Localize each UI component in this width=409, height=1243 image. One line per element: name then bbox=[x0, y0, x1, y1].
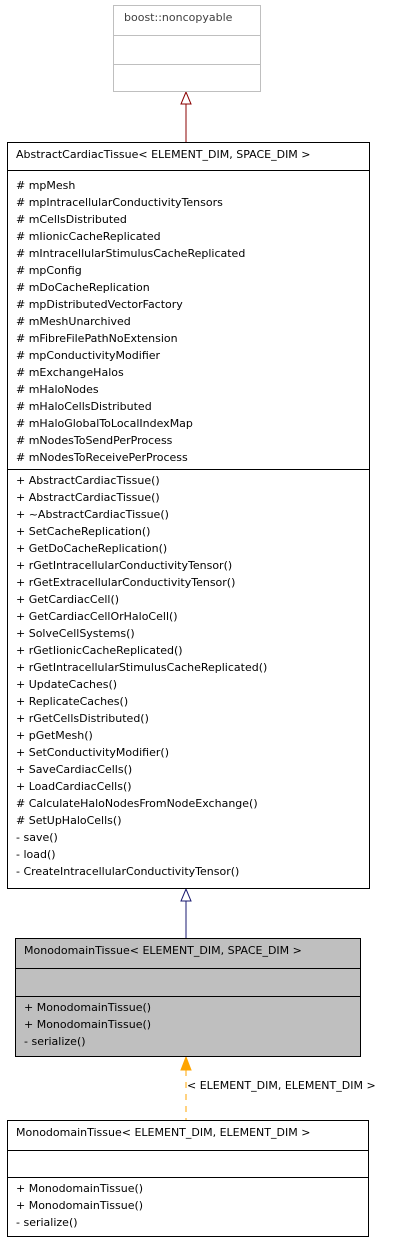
method-item: + MonodomainTissue() bbox=[24, 1018, 152, 1031]
attribute-item: # mIionicCacheReplicated bbox=[16, 230, 161, 243]
methods-section: + MonodomainTissue() + MonodomainTissue()… bbox=[8, 1177, 368, 1231]
method-item: + pGetMesh() bbox=[16, 729, 93, 742]
class-title: MonodomainTissue< ELEMENT_DIM, ELEMENT_D… bbox=[16, 1126, 311, 1139]
method-item: # CalculateHaloNodesFromNodeExchange() bbox=[16, 797, 258, 810]
method-item: + SetCacheReplication() bbox=[16, 525, 151, 538]
method-item: + MonodomainTissue() bbox=[16, 1199, 144, 1212]
method-item: - load() bbox=[16, 848, 56, 861]
attribute-item: # mCellsDistributed bbox=[16, 213, 127, 226]
method-item: + rGetIntracellularConductivityTensor() bbox=[16, 559, 233, 572]
method-item: + MonodomainTissue() bbox=[24, 1001, 152, 1014]
attribute-item: # mpDistributedVectorFactory bbox=[16, 298, 183, 311]
attribute-item: # mpConductivityModifier bbox=[16, 349, 161, 362]
class-box-monodomain-tissue-specialized: MonodomainTissue< ELEMENT_DIM, ELEMENT_D… bbox=[7, 1120, 369, 1237]
method-item: + AbstractCardiacTissue() bbox=[16, 474, 160, 487]
method-item: + LoadCardiacCells() bbox=[16, 780, 132, 793]
attribute-item: # mDoCacheReplication bbox=[16, 281, 150, 294]
inheritance-arrowhead-abstract bbox=[180, 887, 192, 902]
methods-section: + AbstractCardiacTissue() + AbstractCardi… bbox=[8, 469, 369, 880]
method-item: + GetCardiacCellOrHaloCell() bbox=[16, 610, 178, 623]
attribute-item: # mExchangeHalos bbox=[16, 366, 124, 379]
class-box-abstract-cardiac-tissue: AbstractCardiacTissue< ELEMENT_DIM, SPAC… bbox=[7, 142, 370, 889]
attribute-item: # mHaloCellsDistributed bbox=[16, 400, 152, 413]
template-edge-label: < ELEMENT_DIM, ELEMENT_DIM > bbox=[187, 1079, 376, 1092]
attribute-item: # mNodesToSendPerProcess bbox=[16, 434, 173, 447]
method-item: # SetUpHaloCells() bbox=[16, 814, 122, 827]
method-item: + ReplicateCaches() bbox=[16, 695, 129, 708]
method-item: + rGetCellsDistributed() bbox=[16, 712, 149, 725]
attribute-item: # mMeshUnarchived bbox=[16, 315, 131, 328]
attributes-section bbox=[114, 35, 260, 64]
method-item: + AbstractCardiacTissue() bbox=[16, 491, 160, 504]
method-item: + GetCardiacCell() bbox=[16, 593, 120, 606]
attributes-section bbox=[16, 968, 360, 996]
attribute-item: # mFibreFilePathNoExtension bbox=[16, 332, 178, 345]
class-box-monodomain-tissue: MonodomainTissue< ELEMENT_DIM, SPACE_DIM… bbox=[15, 938, 361, 1057]
method-item: + SetConductivityModifier() bbox=[16, 746, 169, 759]
method-item: + SaveCardiacCells() bbox=[16, 763, 133, 776]
class-title: MonodomainTissue< ELEMENT_DIM, SPACE_DIM… bbox=[24, 944, 302, 957]
attributes-section: # mpMesh # mpIntracellularConductivityTen… bbox=[8, 170, 369, 469]
inheritance-arrowhead-noncopyable bbox=[180, 90, 192, 105]
attribute-item: # mNodesToReceivePerProcess bbox=[16, 451, 188, 464]
method-item: + GetDoCacheReplication() bbox=[16, 542, 168, 555]
method-item: - serialize() bbox=[16, 1216, 78, 1229]
method-item: - save() bbox=[16, 831, 58, 844]
method-item: - serialize() bbox=[24, 1035, 86, 1048]
attribute-item: # mHaloGlobalToLocalIndexMap bbox=[16, 417, 193, 430]
class-box-noncopyable: boost::noncopyable bbox=[113, 5, 261, 92]
attributes-section bbox=[8, 1150, 368, 1177]
attribute-item: # mpConfig bbox=[16, 264, 82, 277]
methods-section bbox=[114, 64, 260, 91]
method-item: + SolveCellSystems() bbox=[16, 627, 135, 640]
class-title: boost::noncopyable bbox=[124, 11, 233, 24]
template-arrowhead bbox=[180, 1055, 192, 1071]
method-item: + rGetIntracellularStimulusCacheReplicat… bbox=[16, 661, 268, 674]
attribute-item: # mIntracellularStimulusCacheReplicated bbox=[16, 247, 246, 260]
method-item: + UpdateCaches() bbox=[16, 678, 118, 691]
attribute-item: # mpIntracellularConductivityTensors bbox=[16, 196, 223, 209]
method-item: + rGetIionicCacheReplicated() bbox=[16, 644, 183, 657]
method-item: + MonodomainTissue() bbox=[16, 1182, 144, 1195]
method-item: + rGetExtracellularConductivityTensor() bbox=[16, 576, 236, 589]
class-title: AbstractCardiacTissue< ELEMENT_DIM, SPAC… bbox=[16, 148, 311, 161]
attribute-item: # mHaloNodes bbox=[16, 383, 99, 396]
attribute-item: # mpMesh bbox=[16, 179, 76, 192]
methods-section: + MonodomainTissue() + MonodomainTissue()… bbox=[16, 996, 360, 1050]
method-item: - CreateIntracellularConductivityTensor(… bbox=[16, 865, 240, 878]
method-item: + ~AbstractCardiacTissue() bbox=[16, 508, 169, 521]
